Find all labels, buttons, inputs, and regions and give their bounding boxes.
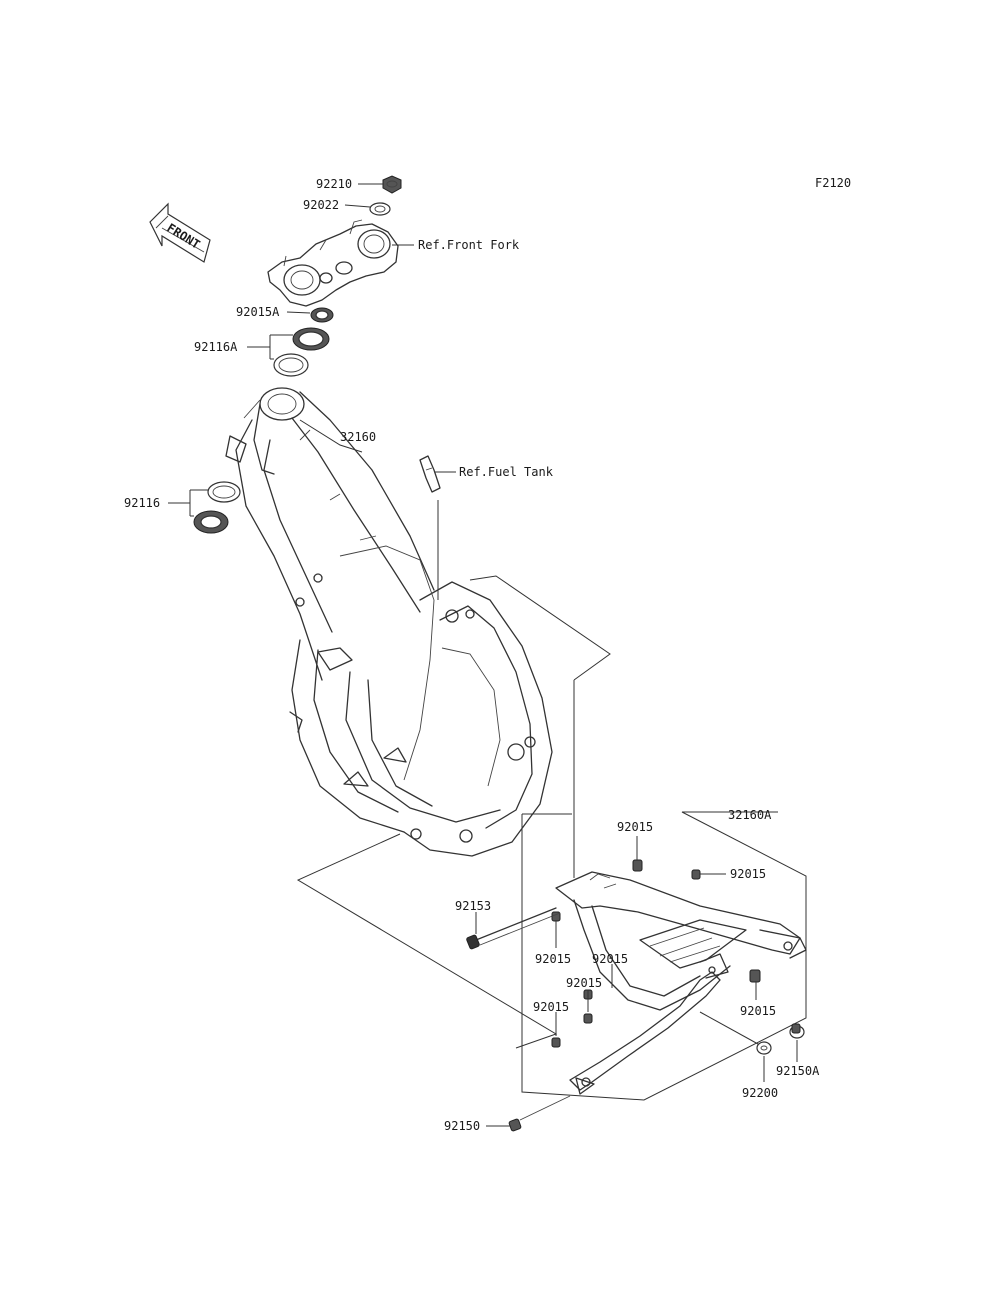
label-92150A: 92150A [776,1064,820,1078]
label-92015-left: 92015 [533,1000,569,1014]
bolt-92150 [508,1095,571,1132]
label-92116: 92116 [124,496,160,510]
label-92015-top: 92015 [617,820,653,834]
label-92200: 92200 [742,1086,778,1100]
bolt-92015-g [749,969,761,983]
label-92116A: 92116A [194,340,238,354]
label-92015-bottom-right: 92015 [740,1004,776,1018]
triple-clamp [267,219,399,307]
label-32160A: 32160A [728,808,772,822]
label-92153: 92153 [455,899,491,913]
stem-nut [382,175,402,194]
bolt-92015-e [583,1013,593,1024]
front-arrow-icon: FRONT [149,202,211,263]
label-32160: 32160 [340,430,376,444]
fuel-tank-bracket [419,455,441,493]
collar-92200 [756,1041,772,1055]
main-frame [225,387,553,857]
ref-front-fork: Ref.Front Fork [418,238,520,252]
label-92015A: 92015A [236,305,280,319]
ref-fuel-tank: Ref.Fuel Tank [459,465,554,479]
sub-frame [555,871,807,1095]
label-92210: 92210 [316,177,352,191]
label-92150: 92150 [444,1119,480,1133]
bolt-92015-a [632,859,643,872]
bolt-92015-b [691,869,701,880]
figure-code: F2120 [815,176,851,190]
lower-bearing-set [193,481,241,534]
label-92015-upper-mid: 92015 [592,952,628,966]
label-92015-mid-left: 92015 [535,952,571,966]
bolt-92015-f [551,1037,561,1048]
label-92015-right: 92015 [730,867,766,881]
washer [369,202,391,216]
label-92015-lower-mid: 92015 [566,976,602,990]
label-92022: 92022 [303,198,339,212]
long-bolt-92153 [466,907,561,950]
upper-bearing-set [273,327,330,377]
bolt-92150A [789,1023,805,1039]
